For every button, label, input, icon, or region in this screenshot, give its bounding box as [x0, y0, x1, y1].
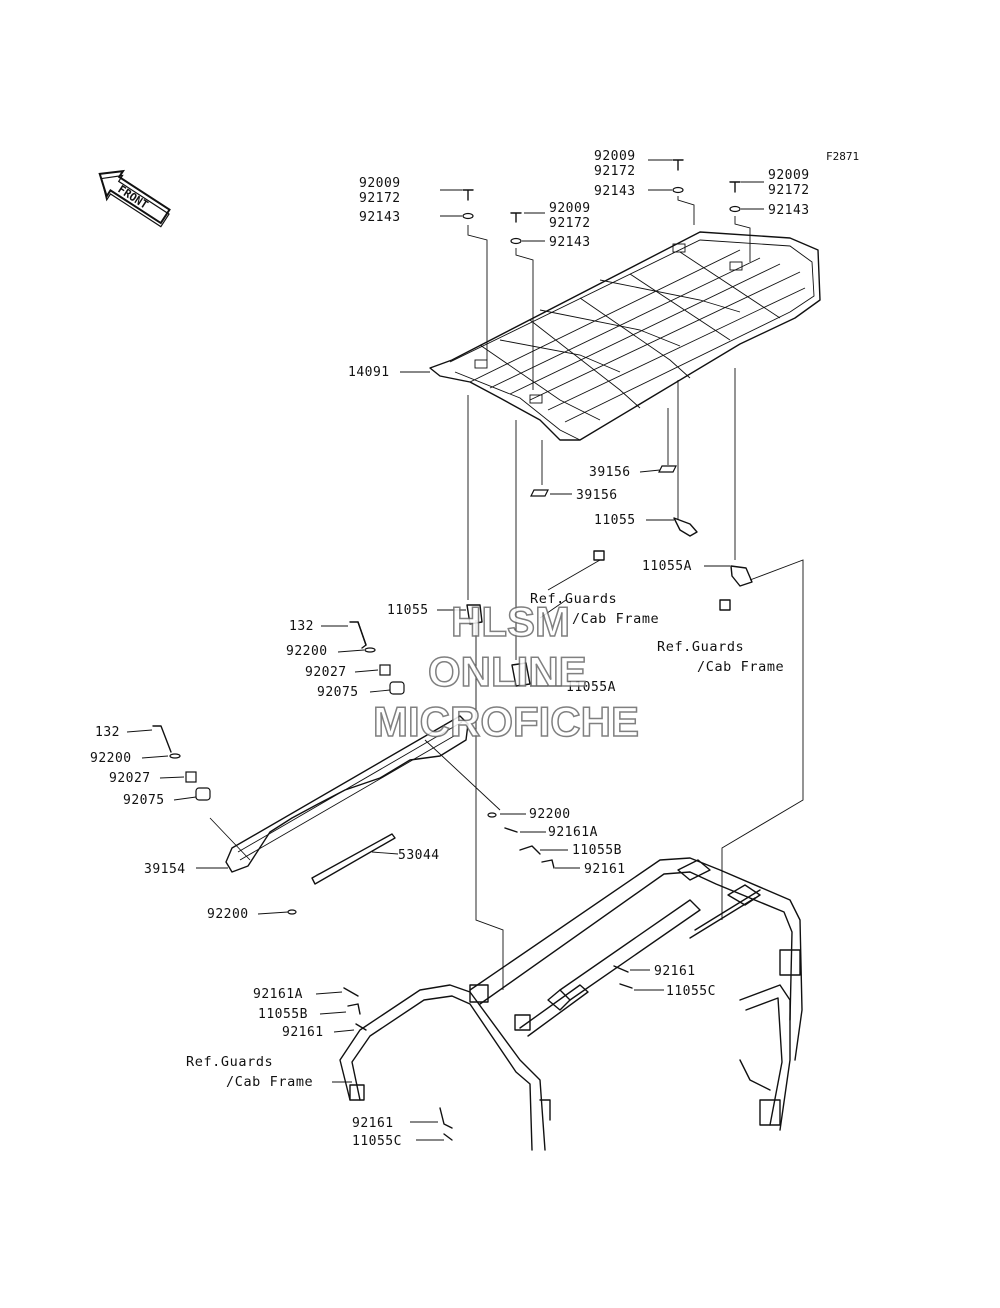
callout-132: 132: [289, 619, 314, 634]
callout-92161: 92161: [282, 1025, 324, 1040]
hardware-stack-lower: [152, 725, 211, 801]
callout-92161: 92161: [352, 1116, 394, 1131]
callout-92172: 92172: [768, 183, 810, 198]
callout-39154: 39154: [144, 862, 186, 877]
ref-guards-label: Ref.Guards: [657, 639, 744, 655]
callout-92200: 92200: [286, 644, 328, 659]
ref-cab-frame-label: /Cab Frame: [572, 611, 659, 627]
front-arrow-icon: FRONT: [98, 169, 171, 228]
leader-lines: [126, 159, 764, 1141]
watermark: HLSM ONLINE MICROFICHE: [372, 597, 640, 746]
callout-92161a: 92161A: [548, 825, 598, 840]
callout-92143: 92143: [594, 184, 636, 199]
callout-92143: 92143: [359, 210, 401, 225]
callout-92009: 92009: [359, 176, 401, 191]
callout-39156: 39156: [589, 465, 631, 480]
callout-92200: 92200: [529, 807, 571, 822]
callout-92161a: 92161A: [253, 987, 303, 1002]
ref-guards-label: Ref.Guards: [530, 591, 617, 607]
callout-11055: 11055: [594, 513, 636, 528]
callout-92009: 92009: [768, 168, 810, 183]
watermark-line3: MICROFICHE: [373, 698, 639, 745]
callout-92161: 92161: [584, 862, 626, 877]
side-panel: [225, 715, 469, 873]
callout-11055b: 11055B: [258, 1007, 308, 1022]
callout-92161: 92161: [654, 964, 696, 979]
cab-frame: [339, 857, 803, 1151]
callout-11055: 11055: [387, 603, 429, 618]
callout-92200: 92200: [207, 907, 249, 922]
callout-92172: 92172: [359, 191, 401, 206]
callout-11055a: 11055A: [566, 680, 616, 695]
callout-92027: 92027: [109, 771, 151, 786]
callout-92172: 92172: [549, 216, 591, 231]
weather-strip: [311, 833, 396, 885]
callout-11055a: 11055A: [642, 559, 692, 574]
hardware-stack-upper: [349, 621, 405, 695]
figure-id: F2871: [826, 150, 859, 163]
callout-labels: 92009 92172 92143 92009 92172 92143 9200…: [90, 149, 810, 1149]
watermark-line2: ONLINE: [428, 648, 587, 695]
callout-92027: 92027: [305, 665, 347, 680]
callout-11055c: 11055C: [666, 984, 716, 999]
guide-lines: [209, 196, 804, 990]
callout-53044: 53044: [398, 848, 440, 863]
watermark-line1: HLSM: [451, 598, 570, 645]
callout-92172: 92172: [594, 164, 636, 179]
callout-92009: 92009: [549, 201, 591, 216]
callout-11055c: 11055C: [352, 1134, 402, 1149]
callout-39156: 39156: [576, 488, 618, 503]
callout-92075: 92075: [317, 685, 359, 700]
ref-cab-frame-label: /Cab Frame: [226, 1074, 313, 1090]
callout-11055b: 11055B: [572, 843, 622, 858]
callout-14091: 14091: [348, 365, 390, 380]
ref-guards-label: Ref.Guards: [186, 1054, 273, 1070]
ref-cab-frame-label: /Cab Frame: [697, 659, 784, 675]
callout-92143: 92143: [549, 235, 591, 250]
callout-132: 132: [95, 725, 120, 740]
callout-92009: 92009: [594, 149, 636, 164]
callout-92075: 92075: [123, 793, 165, 808]
callout-92200: 92200: [90, 751, 132, 766]
roof-panel: [429, 231, 821, 441]
roof-bolts: [462, 159, 741, 245]
callout-92143: 92143: [768, 203, 810, 218]
reference-labels: Ref.Guards /Cab Frame Ref.Guards /Cab Fr…: [186, 591, 784, 1090]
roof-small-parts: [466, 465, 753, 687]
